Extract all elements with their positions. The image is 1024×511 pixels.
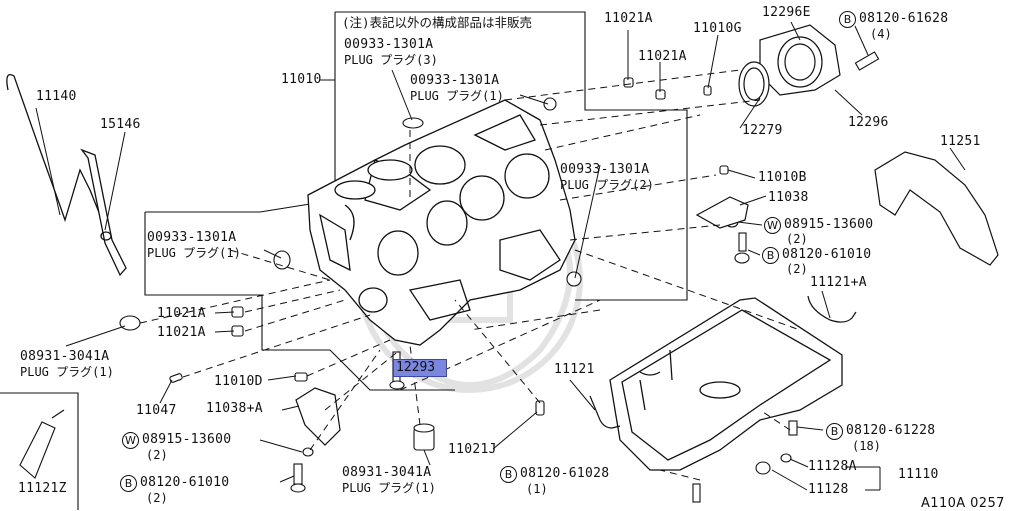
label-11121-plus-a: 11121+A: [810, 275, 867, 290]
label-11140: 11140: [36, 89, 77, 104]
label-12296: 12296: [848, 115, 889, 130]
label-11021a-mid1: 11021A: [157, 306, 206, 321]
label-08915-13600-right-qty: (2): [786, 232, 808, 246]
b-marker-61010-right: B: [762, 247, 779, 264]
label-plug-2-number: 00933-1301A: [560, 162, 650, 177]
cylinder-block: [307, 99, 576, 346]
label-15146: 15146: [100, 117, 141, 132]
label-11021a-top: 11021A: [604, 11, 653, 26]
w-marker-13600-right: W: [764, 217, 781, 234]
engine-brackets: [295, 196, 749, 446]
label-08120-61010-left-qty: (2): [146, 491, 168, 505]
label-plug-3041-bottom-number: 08931-3041A: [342, 465, 432, 480]
oil-level-gauge: [6, 73, 127, 277]
label-12293-highlighted[interactable]: 12293: [393, 359, 447, 377]
label-12296e: 12296E: [762, 5, 811, 20]
label-08120-61228-qty: (18): [852, 439, 881, 453]
label-08120-61028-qty: (1): [526, 482, 548, 496]
label-11010d: 11010D: [214, 374, 263, 389]
assembly-dashed-lines: [139, 69, 801, 481]
reference-code: A110A 0257: [921, 496, 1005, 511]
detail-box: [0, 392, 79, 510]
gasket-cover: [874, 151, 999, 266]
label-plug-1b-number: 00933-1301A: [147, 230, 237, 245]
label-08120-61628-qty: (4): [870, 27, 892, 41]
label-plug-1a-desc: PLUG プラグ(1): [410, 89, 504, 103]
label-11047: 11047: [136, 403, 177, 418]
oil-pan: [609, 297, 843, 471]
b-marker-61010-left: B: [120, 475, 137, 492]
label-plug-1b-desc: PLUG プラグ(1): [147, 246, 241, 260]
label-11010: 11010: [281, 72, 322, 87]
label-11128a: 11128A: [808, 459, 857, 474]
label-plug-3041-bottom-desc: PLUG プラグ(1): [342, 481, 436, 495]
label-08915-13600-right: 08915-13600: [784, 217, 874, 232]
label-plug-3-desc: PLUG プラグ(3): [344, 53, 438, 67]
b-marker-61228: B: [826, 423, 843, 440]
label-plug-3041-left-number: 08931-3041A: [20, 349, 110, 364]
label-11038: 11038: [768, 190, 809, 205]
b-marker-61628: B: [839, 11, 856, 28]
label-12293-text: 12293: [396, 360, 436, 375]
label-plug-3041-left-desc: PLUG プラグ(1): [20, 365, 114, 379]
label-11021j: 11021J: [448, 442, 497, 457]
label-08915-13600-left: 08915-13600: [142, 432, 232, 447]
label-11110: 11110: [898, 467, 939, 482]
label-11021a-mid2: 11021A: [157, 325, 206, 340]
label-08120-61010-right-qty: (2): [786, 262, 808, 276]
label-plug-1a-number: 00933-1301A: [410, 73, 500, 88]
label-08915-13600-left-qty: (2): [146, 448, 168, 462]
label-11010g: 11010G: [693, 21, 742, 36]
label-plug-2-desc: PLUG プラグ(2): [560, 178, 654, 192]
label-08120-61628: 08120-61628: [859, 11, 949, 26]
label-12279: 12279: [742, 123, 783, 138]
label-08120-61228: 08120-61228: [846, 423, 936, 438]
label-11121: 11121: [554, 362, 595, 377]
label-08120-61010-left: 08120-61010: [140, 475, 230, 490]
label-11021a-top2: 11021A: [638, 49, 687, 64]
label-08120-61010-right: 08120-61010: [782, 247, 872, 262]
label-11010b: 11010B: [758, 170, 807, 185]
label-11038-plus-a: 11038+A: [206, 401, 263, 416]
label-11121z: 11121Z: [18, 481, 67, 496]
label-plug-3-number: 00933-1301A: [344, 37, 434, 52]
b-marker-61028: B: [500, 466, 517, 483]
leader-lines: [35, 21, 966, 491]
rear-seal-retainer: [738, 24, 841, 107]
label-11128: 11128: [808, 482, 849, 497]
w-marker-13600-left: W: [122, 432, 139, 449]
label-11251: 11251: [940, 134, 981, 149]
baffle-plate: [589, 295, 857, 429]
label-08120-61028: 08120-61028: [520, 466, 610, 481]
note-text: (注)表記以外の構成部品は非販売: [342, 15, 533, 30]
